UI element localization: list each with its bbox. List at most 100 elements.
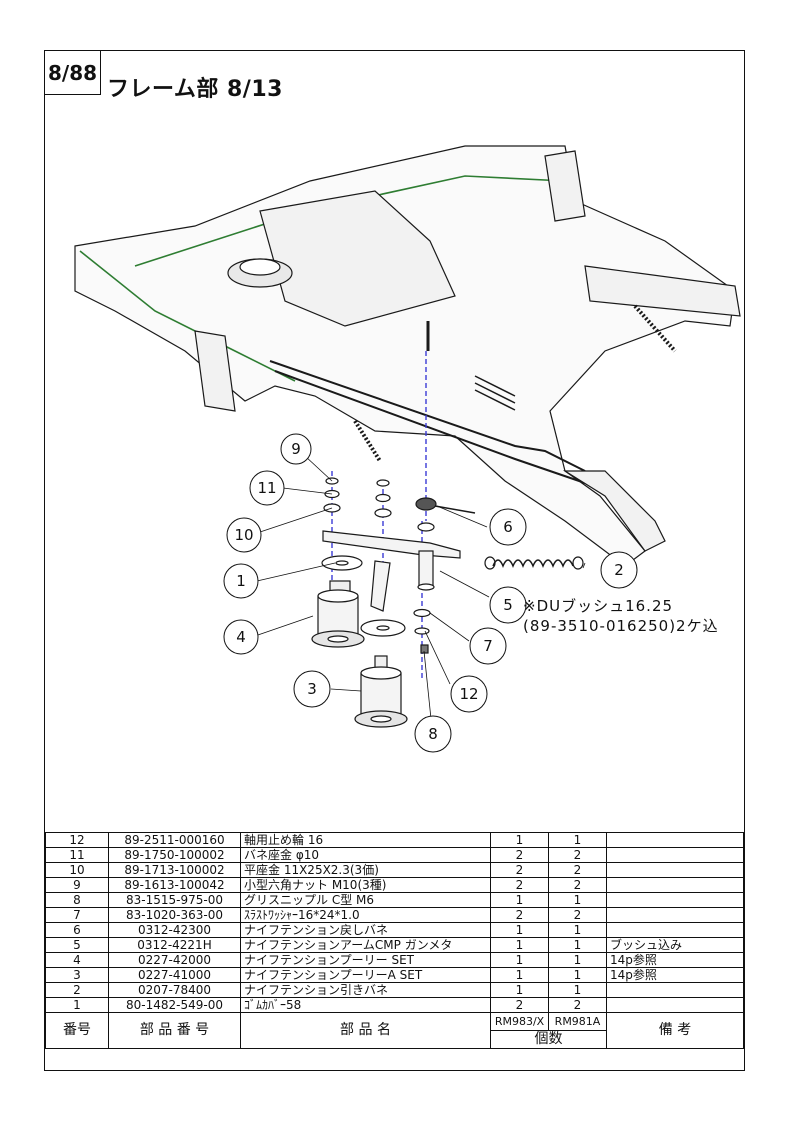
callout-5: 5 [489, 586, 527, 624]
header-no: 番号 [45, 1012, 109, 1049]
svg-text:7: 7 [483, 637, 493, 655]
row-part-name: ナイフテンションアームCMP ガンメタ [240, 937, 491, 953]
row-remarks [606, 847, 744, 863]
row-remarks: 14p参照 [606, 952, 744, 968]
row-qty-b: 1 [548, 952, 607, 968]
row-part-name: バネ座金 φ10 [240, 847, 491, 863]
bushing-note: ※DUブッシュ16.25 (89-3510-016250)2ケ込 [523, 596, 719, 636]
row-qty-b: 2 [548, 877, 607, 893]
row-qty-b: 1 [548, 832, 607, 848]
row-qty-b: 2 [548, 997, 607, 1013]
header-part-name: 部 品 名 [240, 1012, 491, 1049]
row-remarks [606, 982, 744, 998]
row-part-name: 小型六角ナット M10(3種) [240, 877, 491, 893]
callout-7: 7 [469, 627, 507, 665]
svg-text:12: 12 [459, 685, 478, 703]
callout-4: 4 [223, 619, 259, 655]
header-model-b: RM981A [548, 1012, 607, 1031]
svg-text:4: 4 [236, 628, 246, 646]
svg-text:8: 8 [428, 725, 438, 743]
row-qty-a: 1 [490, 937, 549, 953]
row-qty-b: 2 [548, 847, 607, 863]
row-remarks [606, 892, 744, 908]
header-part-number: 部 品 番 号 [108, 1012, 241, 1049]
callout-3: 3 [293, 670, 331, 708]
callout-2: 2 [600, 551, 638, 589]
svg-text:1: 1 [236, 572, 246, 590]
svg-text:5: 5 [503, 596, 513, 614]
row-part-number: 89-1713-100002 [108, 862, 241, 878]
callout-8: 8 [414, 715, 452, 753]
row-part-name: 平座金 11X25X2.3(3価) [240, 862, 491, 878]
table-header-row: 番号 部 品 番 号 部 品 名 RM983/X RM981A 備 考 [45, 1012, 744, 1049]
row-part-number: 0227-42000 [108, 952, 241, 968]
header-model-a: RM983/X [490, 1012, 549, 1031]
row-qty-a: 1 [490, 982, 549, 998]
row-number: 7 [45, 907, 109, 923]
row-part-number: 83-1020-363-00 [108, 907, 241, 923]
svg-text:2: 2 [614, 561, 624, 579]
row-part-name: グリスニップル C型 M6 [240, 892, 491, 908]
row-part-number: 0227-41000 [108, 967, 241, 983]
table-header-row-2: 個数 [46, 1030, 744, 1049]
row-qty-b: 1 [548, 922, 607, 938]
row-number: 10 [45, 862, 109, 878]
header-remarks: 備 考 [606, 1012, 744, 1049]
callout-10: 10 [226, 517, 262, 553]
row-qty-a: 1 [490, 967, 549, 983]
row-number: 8 [45, 892, 109, 908]
row-qty-a: 1 [490, 952, 549, 968]
row-number: 9 [45, 877, 109, 893]
row-part-number: 0312-42300 [108, 922, 241, 938]
row-qty-b: 1 [548, 967, 607, 983]
row-qty-b: 2 [548, 862, 607, 878]
row-qty-a: 2 [490, 997, 549, 1013]
callout-9: 9 [280, 433, 312, 465]
callout-12: 12 [450, 675, 488, 713]
note-line-2: (89-3510-016250)2ケ込 [523, 617, 719, 635]
row-number: 11 [45, 847, 109, 863]
row-part-name: ナイフテンション引きバネ [240, 982, 491, 998]
row-number: 4 [45, 952, 109, 968]
page-title: フレーム部 8/13 [107, 77, 283, 102]
row-qty-a: 2 [490, 862, 549, 878]
row-remarks [606, 862, 744, 878]
row-part-name: 軸用止め輪 16 [240, 832, 491, 848]
row-remarks [606, 907, 744, 923]
exploded-parts-diagram: 9 11 10 1 4 3 6 2 5 7 12 8 [74, 145, 741, 753]
row-part-number: 0312-4221H [108, 937, 241, 953]
row-number: 12 [45, 832, 109, 848]
row-qty-b: 2 [548, 907, 607, 923]
row-qty-a: 2 [490, 847, 549, 863]
row-part-name: ナイフテンションプーリーA SET [240, 967, 491, 983]
row-number: 2 [45, 982, 109, 998]
callout-6: 6 [489, 508, 527, 546]
svg-text:6: 6 [503, 518, 513, 536]
row-number: 5 [45, 937, 109, 953]
row-number: 6 [45, 922, 109, 938]
row-qty-a: 2 [490, 877, 549, 893]
row-part-number: 89-2511-000160 [108, 832, 241, 848]
header-qty: 個数 [490, 1030, 607, 1049]
row-part-name: ナイフテンションプーリー SET [240, 952, 491, 968]
row-qty-a: 1 [490, 892, 549, 908]
row-qty-b: 1 [548, 892, 607, 908]
svg-text:9: 9 [291, 440, 301, 458]
row-remarks [606, 877, 744, 893]
row-qty-a: 2 [490, 907, 549, 923]
row-part-number: 80-1482-549-00 [108, 997, 241, 1013]
row-number: 3 [45, 967, 109, 983]
row-part-name: ナイフテンション戻しバネ [240, 922, 491, 938]
svg-text:3: 3 [307, 680, 317, 698]
row-remarks: ブッシュ込み [606, 937, 744, 953]
row-remarks [606, 922, 744, 938]
